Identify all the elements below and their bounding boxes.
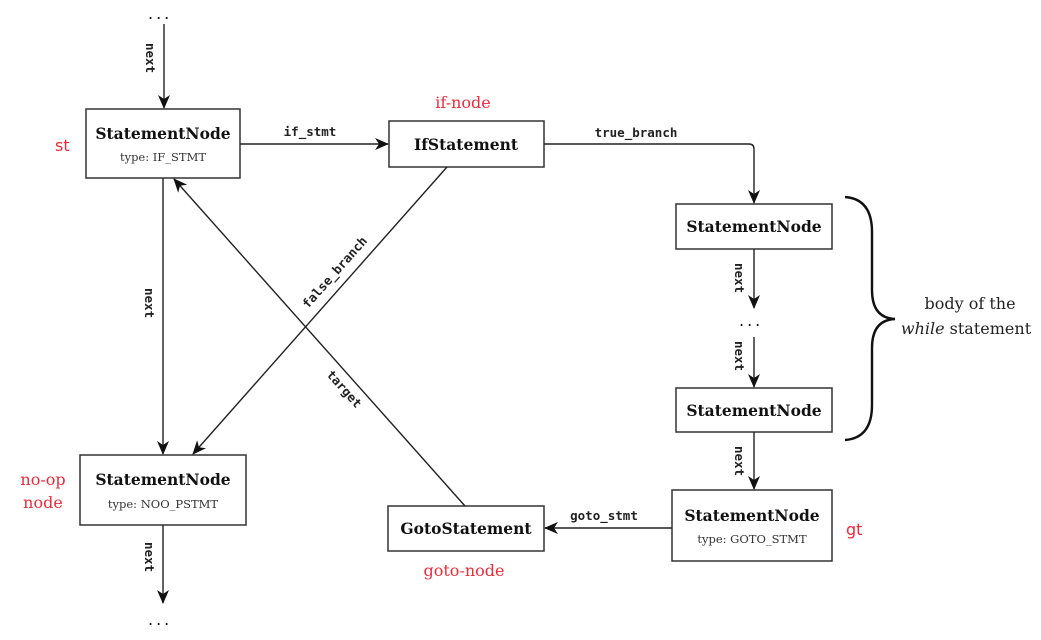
node-st-title: StatementNode [95,124,230,143]
edge-label-true-branch: true_branch [595,125,678,141]
annotation-if-node: if-node [435,93,491,112]
node-gt[interactable]: StatementNode type: GOTO_STMT [671,489,833,562]
node-gt-subtitle: type: GOTO_STMT [697,532,807,546]
node-noop[interactable]: StatementNode type: NOO_PSTMT [79,454,247,526]
edge-true-branch [544,143,760,204]
edge-label-goto-stmt: goto_stmt [570,508,638,524]
ellipsis-bottom: ... [148,610,172,629]
brace-note-italic: while [901,319,945,338]
edge-label-target: target [324,367,365,411]
edge-false-branch [192,166,448,455]
node-goto-title: GotoStatement [400,519,532,538]
node-if-title: IfStatement [414,135,519,154]
edge-label-false-branch: false_branch [299,233,371,311]
brace-note-line1: body of the [924,294,1015,313]
ellipsis-body: ... [739,311,763,330]
ellipsis-top: ... [148,4,172,23]
node-st[interactable]: StatementNode type: IF_STMT [85,108,241,179]
node-goto-statement[interactable]: GotoStatement [387,505,545,552]
edge-label-noop-next: next [142,542,157,572]
edge-label-if-stmt: if_stmt [284,124,337,140]
edge-label-body-next-2: next [732,341,747,371]
annotation-st: st [55,136,70,155]
edge-label-st-next: next [142,288,157,318]
brace-note-rest: statement [945,319,1032,338]
annotation-gt: gt [846,520,862,539]
annotation-noop-line1: no-op [20,470,65,489]
edge-label-body-next-1: next [732,263,747,293]
annotation-noop-line2: node [23,493,63,512]
node-body-first-title: StatementNode [686,217,821,236]
node-body-last[interactable]: StatementNode [675,387,833,433]
annotation-goto-node: goto-node [424,561,505,580]
node-noop-subtitle: type: NOO_PSTMT [108,497,219,511]
node-gt-title: StatementNode [684,506,819,525]
node-st-subtitle: type: IF_STMT [120,150,206,164]
edge-label-body-to-gt-next: next [732,446,747,476]
brace-icon [844,195,896,442]
node-noop-title: StatementNode [95,470,230,489]
edge-target [173,178,466,507]
brace-note-line2: while statement [901,319,1032,338]
node-if-statement[interactable]: IfStatement [388,120,545,168]
node-body-last-title: StatementNode [686,401,821,420]
node-body-first[interactable]: StatementNode [675,203,833,250]
edge-label-top-next: next [143,43,158,73]
